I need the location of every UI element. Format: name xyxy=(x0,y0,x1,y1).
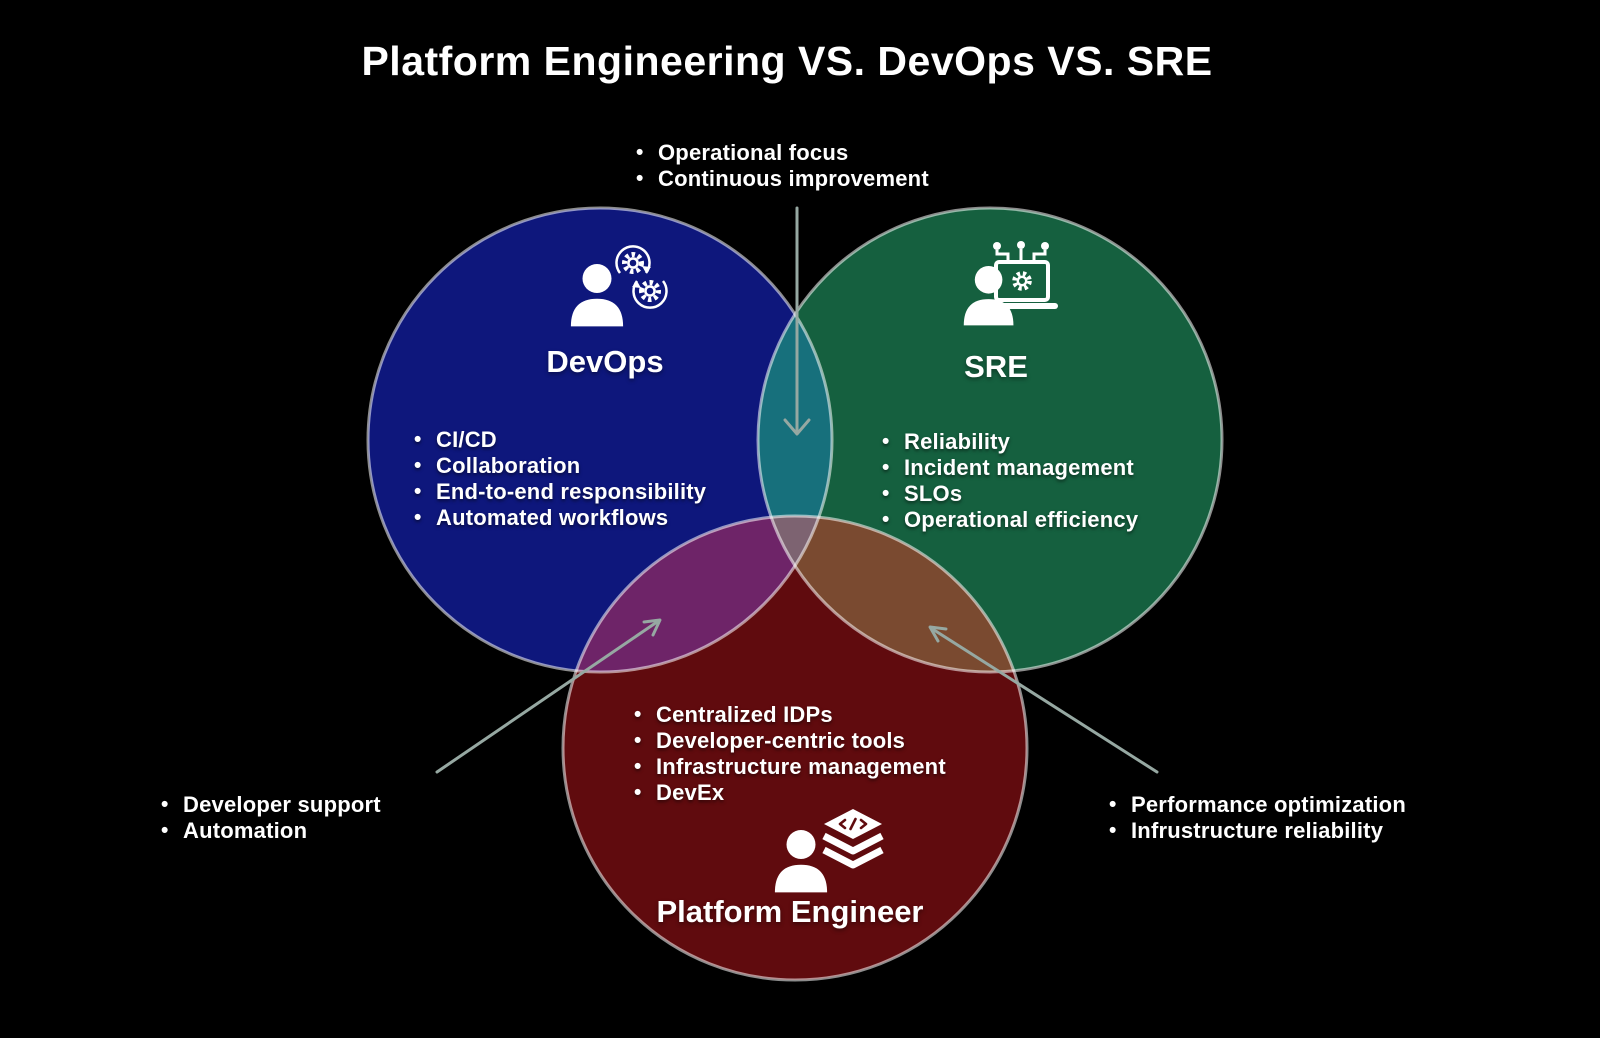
list-item: Infrustructure reliability xyxy=(1108,818,1406,844)
circuit-pins-icon xyxy=(993,241,1049,262)
diagram-title: Platform Engineering VS. DevOps VS. SRE xyxy=(361,38,1213,84)
devops-feature-list: CI/CDCollaborationEnd-to-end responsibil… xyxy=(413,427,706,531)
devops-label: DevOps xyxy=(546,344,664,379)
list-item: DevEx xyxy=(633,780,946,806)
right-annotation-arrow xyxy=(928,625,1159,774)
list-item: Reliability xyxy=(881,429,1138,455)
list-item: Centralized IDPs xyxy=(633,702,946,728)
list-item: Continuous improvement xyxy=(635,166,929,192)
devops-circle-outline xyxy=(366,206,834,674)
list-item: Developer support xyxy=(160,792,381,818)
platform-feature-list: Centralized IDPsDeveloper-centric toolsI… xyxy=(633,702,946,806)
right-annotation-list: Performance optimizationInfrustructure r… xyxy=(1108,792,1406,844)
list-item: Automation xyxy=(160,818,381,844)
list-item: Infrastructure management xyxy=(633,754,946,780)
left-annotation-arrow xyxy=(435,618,662,774)
devops-platform-overlap xyxy=(563,516,832,672)
list-item: CI/CD xyxy=(413,427,706,453)
list-item: Operational efficiency xyxy=(881,507,1138,533)
left-annotation-list: Developer supportAutomation xyxy=(160,792,381,844)
platform-icon xyxy=(774,809,884,893)
list-item: Collaboration xyxy=(413,453,706,479)
sre-icon xyxy=(963,241,1058,326)
code-layers-icon xyxy=(822,809,884,869)
list-item: Automated workflows xyxy=(413,505,706,531)
top-annotation-list: Operational focusContinuous improvement xyxy=(635,140,929,192)
sre-circle-outline xyxy=(756,206,1224,674)
list-item: Developer-centric tools xyxy=(633,728,946,754)
list-item: Performance optimization xyxy=(1108,792,1406,818)
list-item: SLOs xyxy=(881,481,1138,507)
sre-feature-list: ReliabilityIncident managementSLOsOperat… xyxy=(881,429,1138,533)
platform-circle-outline xyxy=(561,514,1029,982)
list-item: End-to-end responsibility xyxy=(413,479,706,505)
sre-label: SRE xyxy=(964,349,1028,384)
list-item: Incident management xyxy=(881,455,1138,481)
list-item: Operational focus xyxy=(635,140,929,166)
sre-platform-overlap xyxy=(758,516,1027,672)
platform-label: Platform Engineer xyxy=(656,894,924,929)
top-annotation-arrow xyxy=(783,206,811,436)
